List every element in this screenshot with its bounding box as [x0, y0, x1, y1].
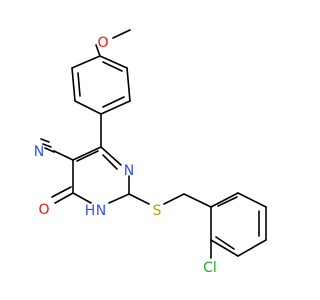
- bond-c6-o: [54, 192, 74, 204]
- chemical-structure: O N N O H N S Cl: [34, 29, 267, 276]
- bond-aryl-2: [126, 67, 131, 102]
- bond-methyl-o: [112, 29, 131, 39]
- bond-nitrile-1: [42, 143, 52, 148]
- atom-label-layer: O N N O H N S Cl: [34, 35, 217, 276]
- bond-ring-double-c5: [76, 150, 99, 162]
- bond-ring-n3-c4: [100, 146, 122, 166]
- bond-c5-cn: [53, 150, 74, 161]
- bond-clring-5: [210, 239, 239, 257]
- bond-ring-c6-n1: [72, 192, 92, 204]
- bond-aryl-6: [71, 55, 101, 69]
- bond-ring-double-c4-n3: [102, 154, 118, 170]
- bond-nitrile-3: [40, 138, 50, 143]
- bond-clring-2: [237, 192, 267, 208]
- bond-aryl-double-1: [102, 61, 123, 72]
- nitrogen-nitrile-label: N: [34, 144, 44, 160]
- bond-nitrile-2: [44, 147, 55, 153]
- chlorine-label: Cl: [203, 260, 217, 276]
- bond-c6-o-double: [51, 186, 72, 198]
- bond-aryl-double-2: [102, 96, 125, 108]
- bond-o-aryl: [95, 44, 101, 57]
- bond-clring-4: [237, 239, 267, 257]
- bond-aryl-double-3: [77, 72, 81, 97]
- bond-clring-1: [210, 192, 239, 208]
- bond-aryl-5: [71, 67, 76, 102]
- oxygen-methoxy-label: O: [97, 35, 108, 51]
- bond-clring-double-3: [215, 236, 235, 250]
- bond-clring-double-1: [217, 196, 238, 207]
- bond-ring-n1-c2: [108, 193, 130, 204]
- oxygen-carbonyl-label: O: [38, 202, 49, 218]
- bond-c2-s: [128, 193, 150, 205]
- bond-ring-c4-c5: [72, 146, 102, 161]
- bond-aryl-3: [100, 100, 131, 115]
- bond-ch2-aryl: [183, 193, 212, 208]
- nitrogen-ring-label: N: [124, 163, 134, 179]
- hydrogen-nh-label: H: [85, 203, 96, 219]
- bond-layer: [40, 29, 267, 259]
- nitrogen-nh-label: N: [96, 203, 106, 219]
- bond-aryl-4: [74, 100, 102, 115]
- sulfur-label: S: [153, 203, 162, 219]
- bond-aryl-1: [99, 55, 128, 69]
- bond-s-ch2: [163, 193, 185, 205]
